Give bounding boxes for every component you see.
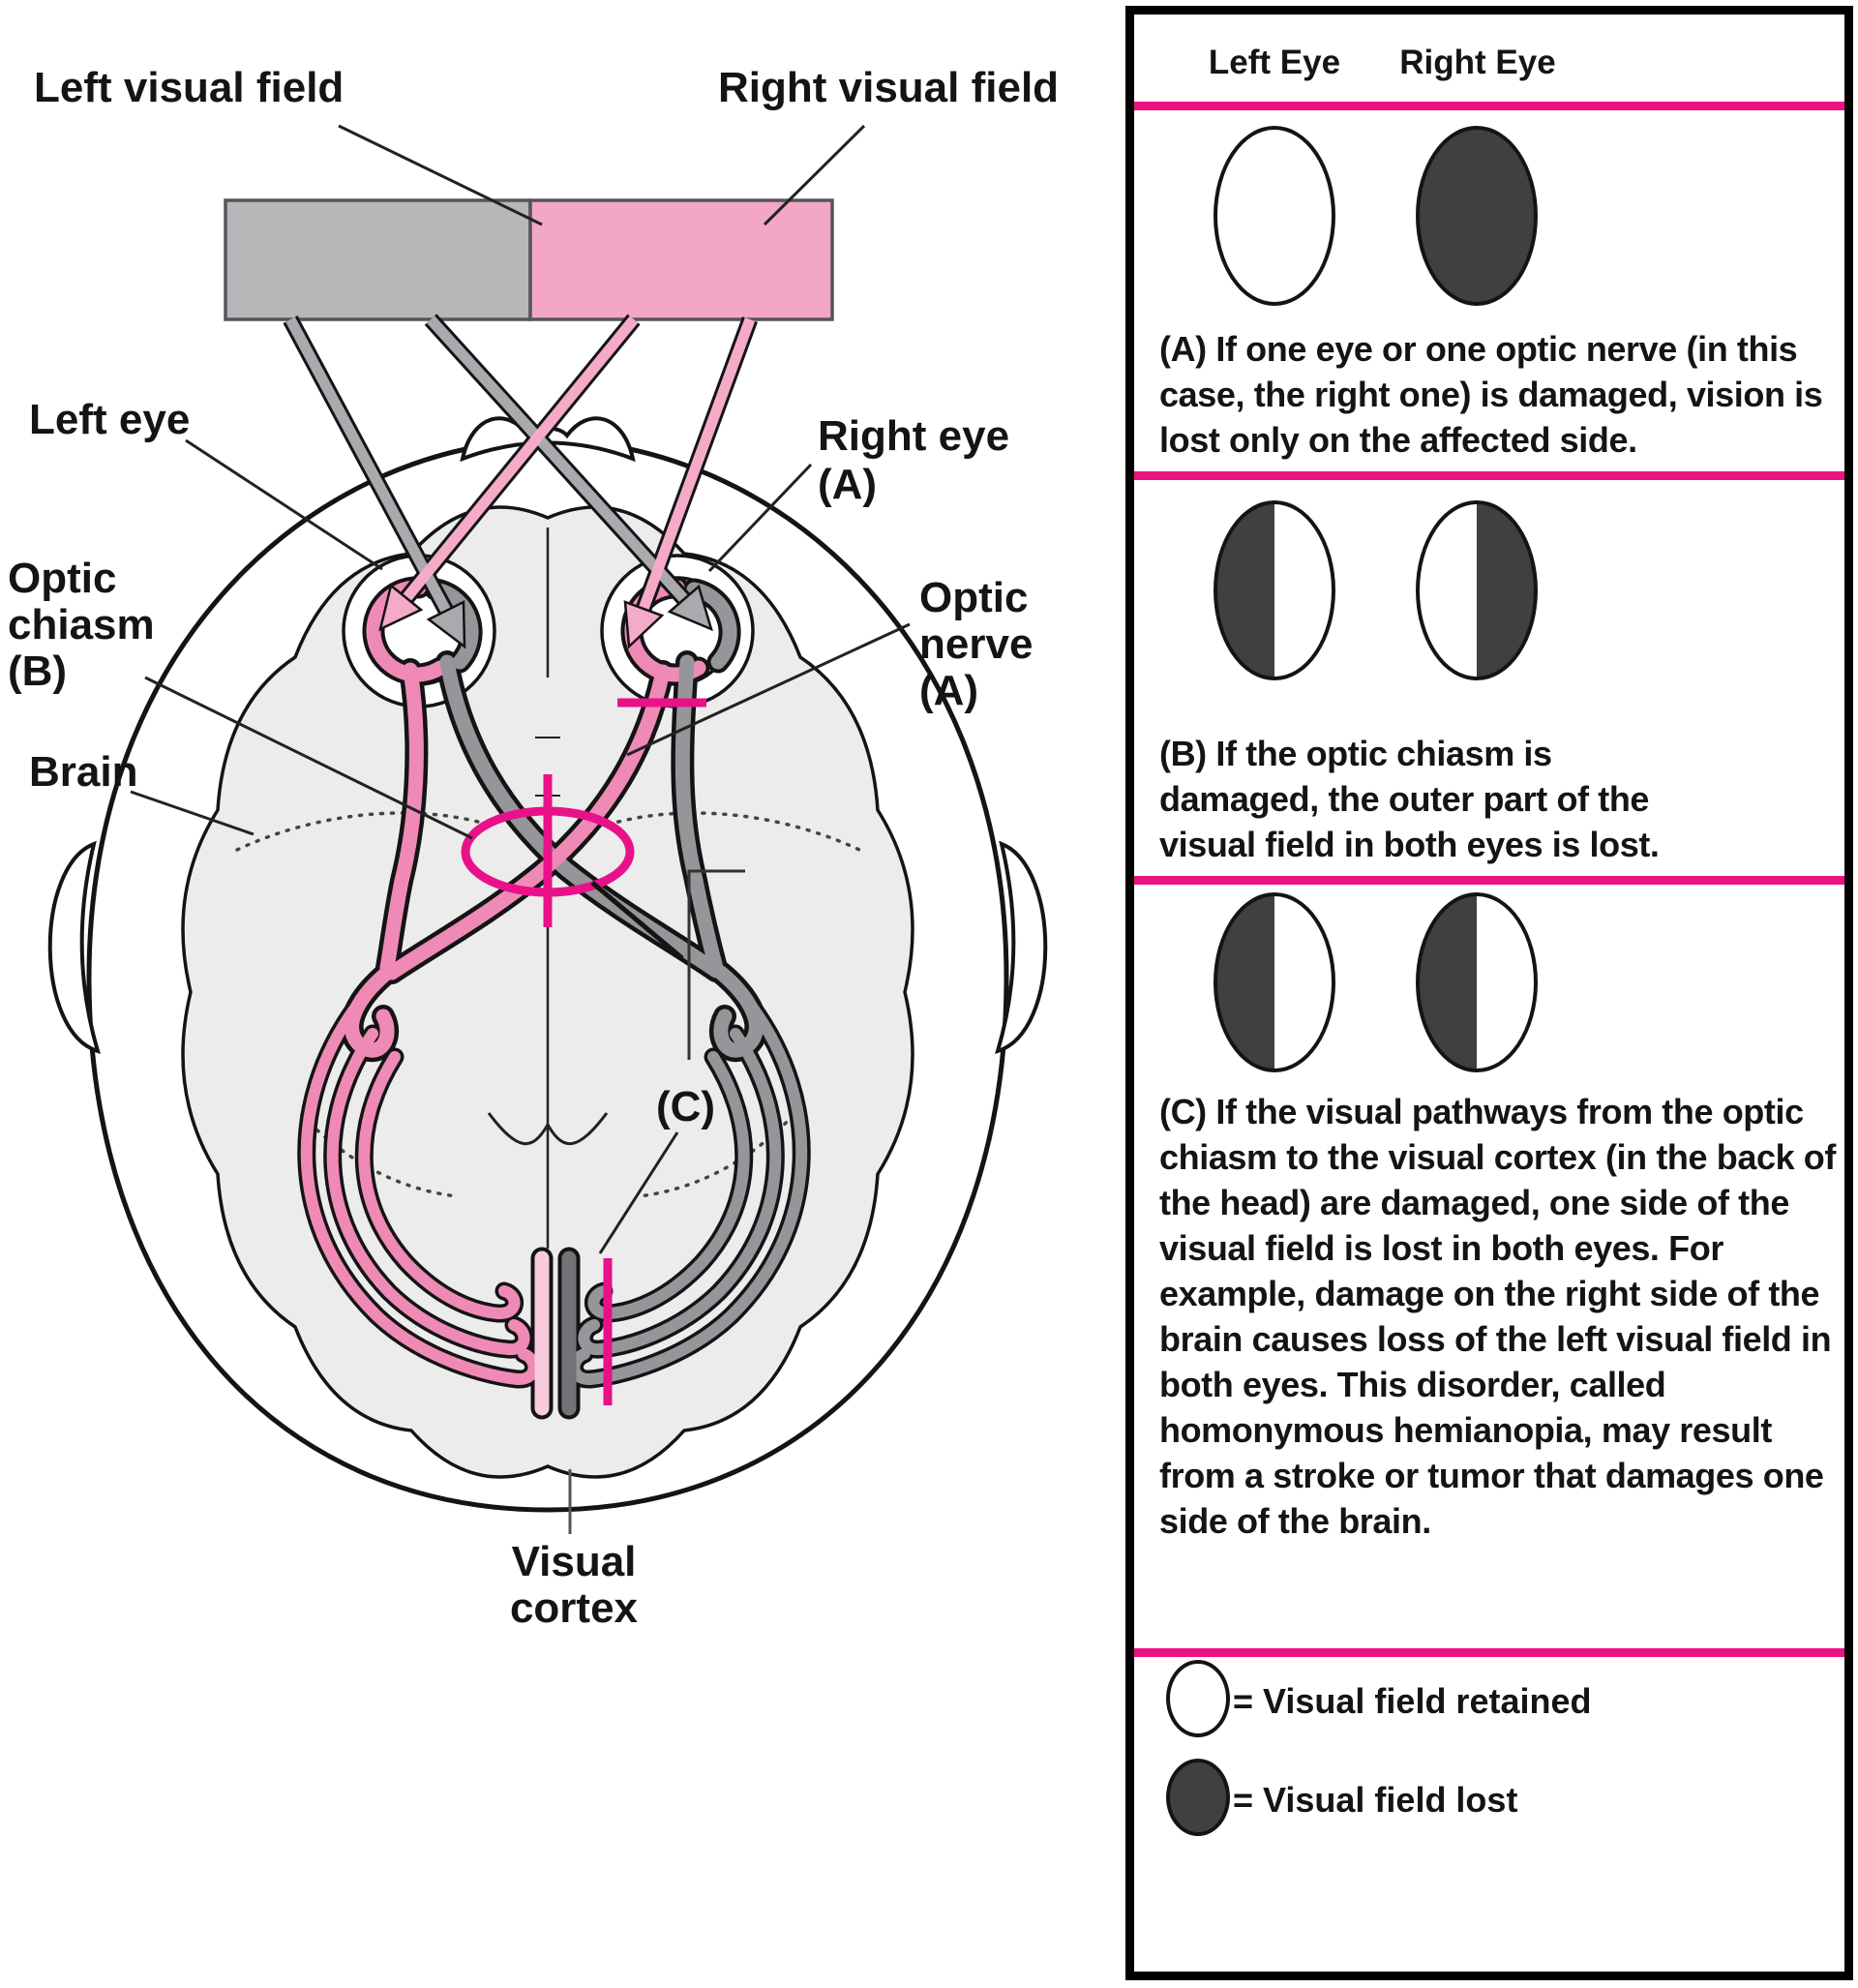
label-right-eye: Right eye (A) [818,412,1009,508]
label-c-mark: (C) [656,1083,715,1130]
section-c-right-eye-field [1416,892,1538,1072]
section-a-left-eye-field [1214,126,1335,306]
legend-symbol-lost [1166,1759,1230,1836]
label-optic-chiasm: Optic chiasm (B) [8,555,155,695]
explanation-panel: Left Eye Right Eye (A) If one eye or one… [1125,6,1853,1980]
panel-header-right-eye: Right Eye [1399,44,1556,81]
label-visual-cortex: Visual cortex [510,1538,639,1632]
pink-arrowhead-right-eye [623,600,665,649]
svg-text:(A): (A) [818,461,877,508]
pathway-colors [300,580,808,1416]
svg-text:(A): (A) [919,667,978,714]
svg-text:Optic: Optic [919,574,1028,621]
section-a-right-eye-field [1416,126,1538,306]
section-b-left-eye-field [1214,500,1335,680]
svg-text:(B): (B) [8,648,67,695]
section-c-text: (C) If the visual pathways from the opti… [1159,1092,1836,1541]
label-brain: Brain [29,748,137,796]
right-ear [995,840,1048,1055]
pink-arrowhead-left-eye [378,583,424,632]
label-left-eye: Left eye [29,396,190,443]
visual-pathway-diagram: Left visual field Right visual field Lef… [8,64,1059,1632]
visual-field-bar [224,198,834,321]
legend-label-retained: = Visual field retained [1233,1681,1592,1721]
label-left-visual-field: Left visual field [34,64,344,111]
section-a-text: (A) If one eye or one optic nerve (in th… [1159,329,1823,460]
divider-rule-4 [1134,1648,1844,1657]
svg-text:nerve: nerve [919,620,1033,668]
right-visual-field-bar [528,198,834,321]
tract-slash-mark-C [590,881,684,960]
divider-rule-1 [1134,102,1844,110]
legend-symbol-retained [1166,1660,1230,1737]
section-c-left-eye-field [1214,892,1335,1072]
section-b-text: (B) If the optic chiasm is damaged, the … [1159,734,1660,864]
svg-text:Optic: Optic [8,555,116,602]
legend-label-lost: = Visual field lost [1233,1780,1518,1820]
svg-text:Visual: Visual [512,1538,637,1585]
leader-lines [130,124,911,1534]
panel-header-left-eye: Left Eye [1208,44,1341,81]
mark-C-bracket [687,869,745,1060]
gray-arrowhead-left-eye [426,599,466,649]
label-right-visual-field: Right visual field [718,64,1059,111]
svg-text:cortex: cortex [510,1584,639,1632]
lesion-marks [461,698,745,1405]
left-ear [47,840,101,1055]
divider-rule-3 [1134,876,1844,885]
light-arrows [283,314,758,649]
svg-text:chiasm: chiasm [8,601,155,648]
divider-rule-2 [1134,471,1844,480]
section-b-right-eye-field [1416,500,1538,680]
gray-arrowhead-right-eye [667,584,713,632]
left-visual-field-bar [224,198,532,321]
label-optic-nerve: Optic nerve (A) [919,574,1033,714]
svg-text:Right eye: Right eye [818,412,1009,460]
